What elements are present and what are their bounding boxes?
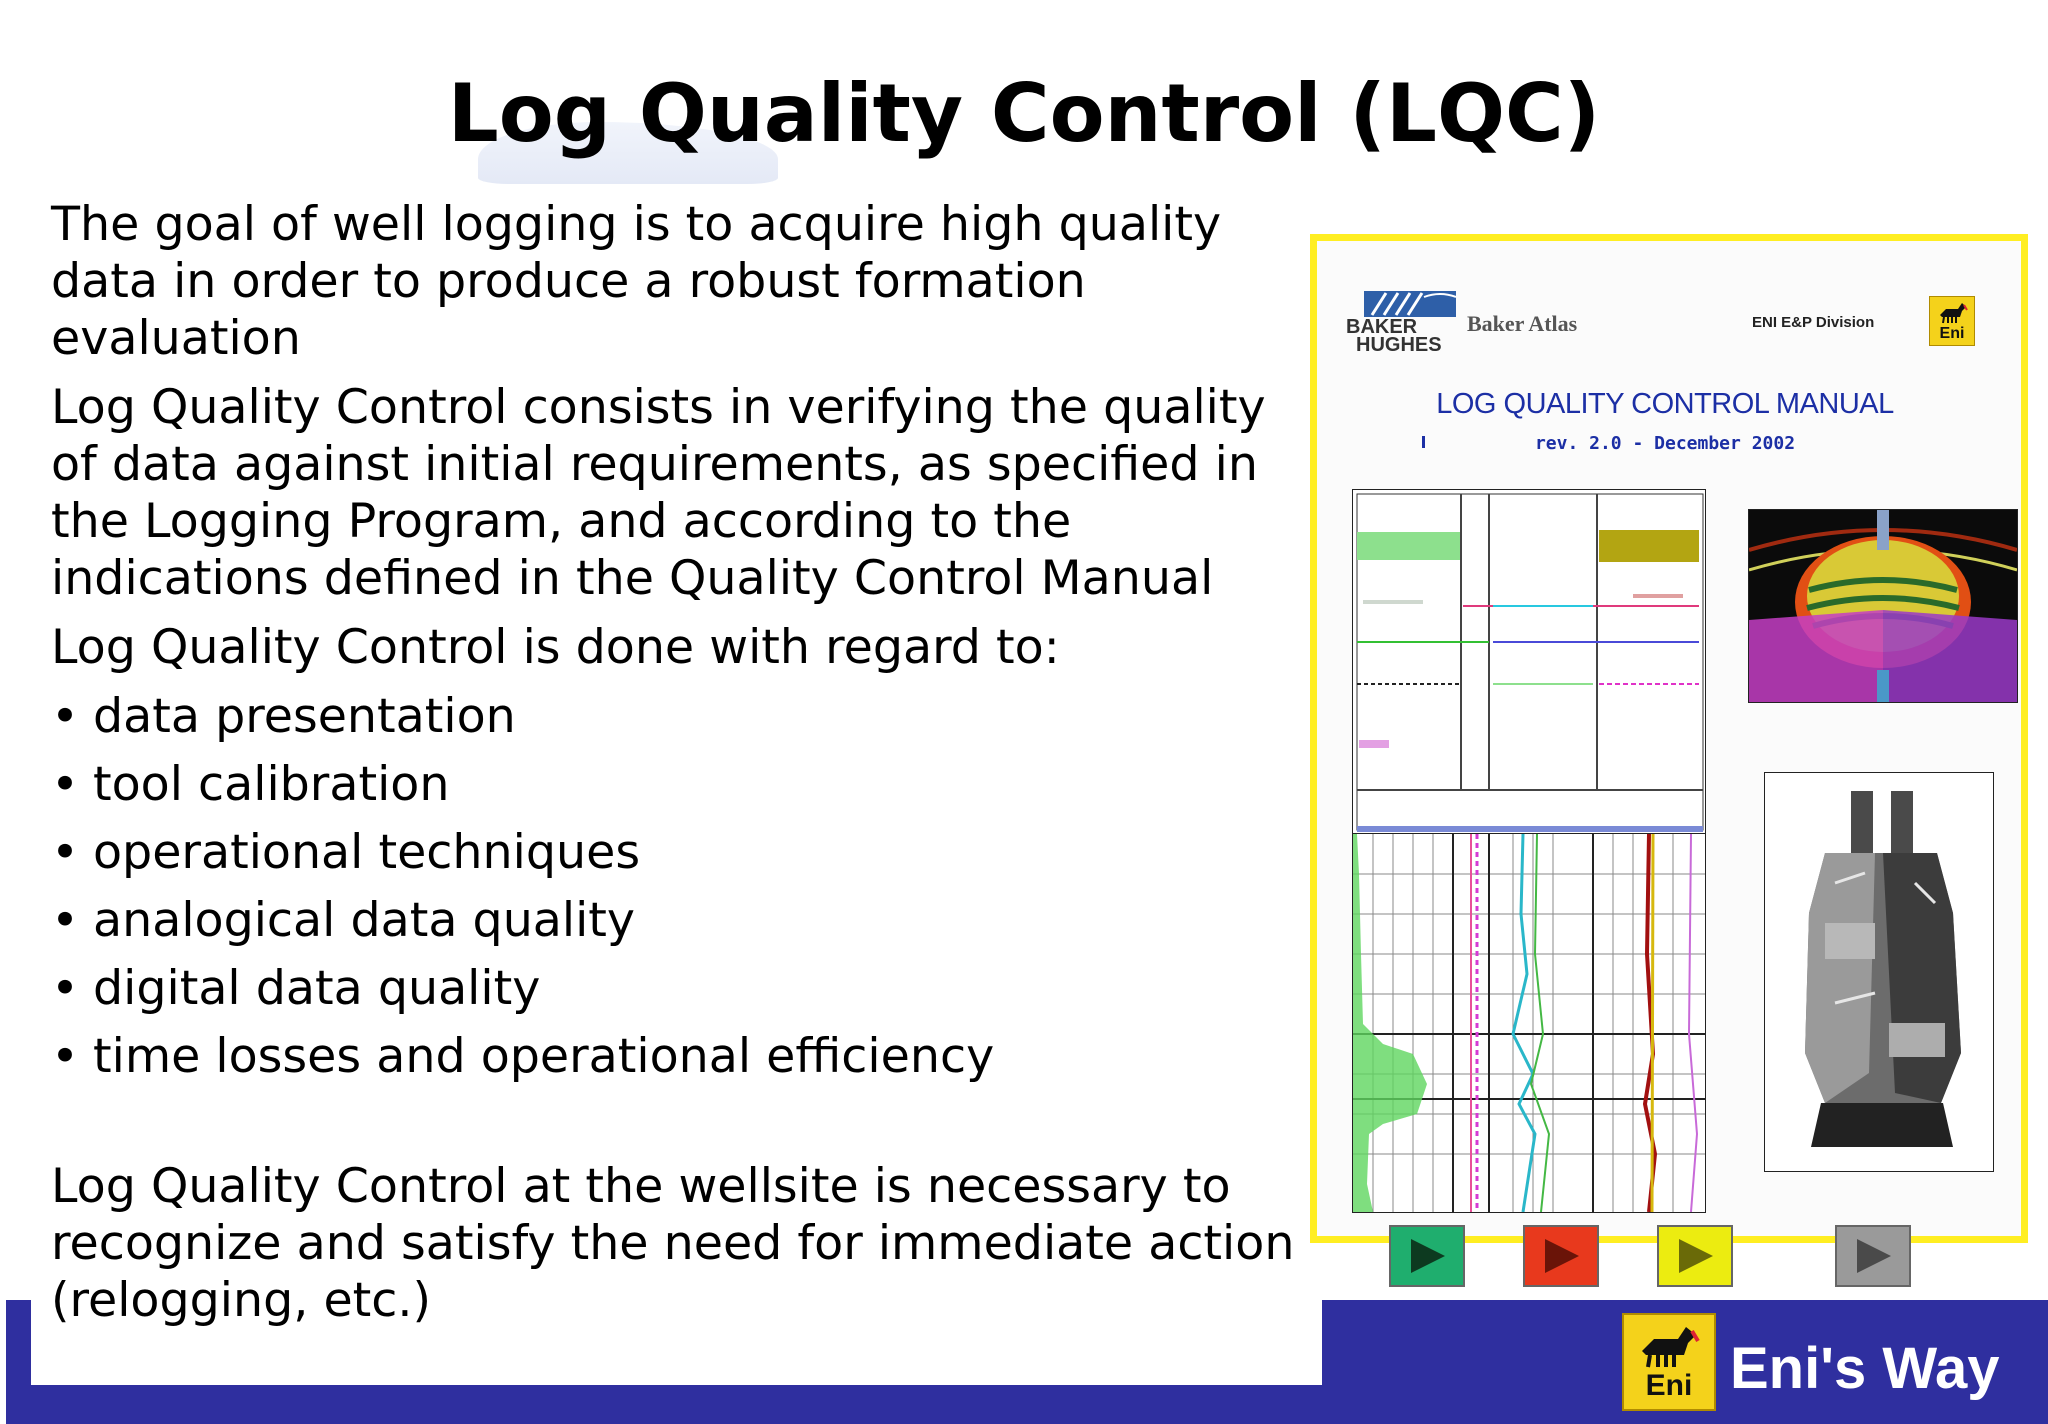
nav-button-yellow[interactable] [1657,1225,1733,1287]
bullet-list: •data presentation •tool calibration •op… [51,688,1311,1085]
bullet-icon: • [51,961,80,1016]
brand-slogan: Eni's Way [1730,1336,2000,1401]
bullet-label: analogical data quality [93,893,636,948]
intro-paragraph: The goal of well logging is to acquire h… [51,197,1222,366]
six-legged-dog-icon [1940,303,1968,324]
nav-button-green[interactable] [1389,1225,1465,1287]
log-header-image [1352,489,1706,835]
footer-white-overlay [31,1300,1322,1385]
bullet-item: •tool calibration [51,756,1311,813]
play-icon [1659,1227,1731,1285]
play-icon [1525,1227,1597,1285]
play-icon [1391,1227,1463,1285]
regard-paragraph: Log Quality Control is done with regard … [51,620,1060,675]
bullet-icon: • [51,757,80,812]
logging-tool-photo [1764,772,1994,1172]
bullet-icon: • [51,893,80,948]
log-track-image [1352,833,1706,1213]
company-name: Baker Atlas [1467,311,1578,336]
manual-tick-mark [1422,436,1425,448]
play-icon [1837,1227,1909,1285]
bullet-label: time losses and operational efficiency [93,1029,995,1084]
logo-word-baker: BAKER [1346,316,1418,338]
bullet-item: •digital data quality [51,960,1311,1017]
bullet-icon: • [51,825,80,880]
manual-cover-image: BAKER HUGHES Baker Atlas ENI E&P Divisio… [1310,234,2028,1287]
division-name: ENI E&P Division [1752,314,1875,331]
logo-word-hughes: HUGHES [1356,334,1442,356]
bullet-label: digital data quality [93,961,541,1016]
manual-revision: rev. 2.0 - December 2002 [1534,433,1796,454]
eni-logo-label: Eni [1645,1369,1693,1402]
bullet-label: tool calibration [93,757,450,812]
six-legged-dog-icon [1642,1327,1700,1368]
borehole-image [1748,509,2018,703]
baker-hughes-logo: BAKER HUGHES [1346,291,1456,361]
closing-paragraph: Log Quality Control at the wellsite is n… [51,1159,1295,1328]
baker-hughes-icon [1364,291,1456,317]
nav-button-red[interactable] [1523,1225,1599,1287]
nav-button-grey[interactable] [1835,1225,1911,1287]
eni-logo: Eni [1622,1313,1716,1411]
bullet-label: data presentation [93,689,516,744]
bullet-item: •analogical data quality [51,892,1311,949]
slide-body: The goal of well logging is to acquire h… [51,196,1311,1328]
bullet-item: •operational techniques [51,824,1311,881]
bullet-icon: • [51,1029,80,1084]
bullet-icon: • [51,689,80,744]
eni-small-label: Eni [1939,325,1965,342]
bullet-item: •data presentation [51,688,1311,745]
slide-title: Log Quality Control (LQC) [447,67,1601,160]
definition-paragraph: Log Quality Control consists in verifyin… [51,380,1266,606]
bullet-label: operational techniques [93,825,641,880]
manual-title: LOG QUALITY CONTROL MANUAL [1436,388,1894,420]
eni-logo-small: Eni [1929,296,1975,346]
bullet-item: •time losses and operational efficiency [51,1028,1311,1085]
